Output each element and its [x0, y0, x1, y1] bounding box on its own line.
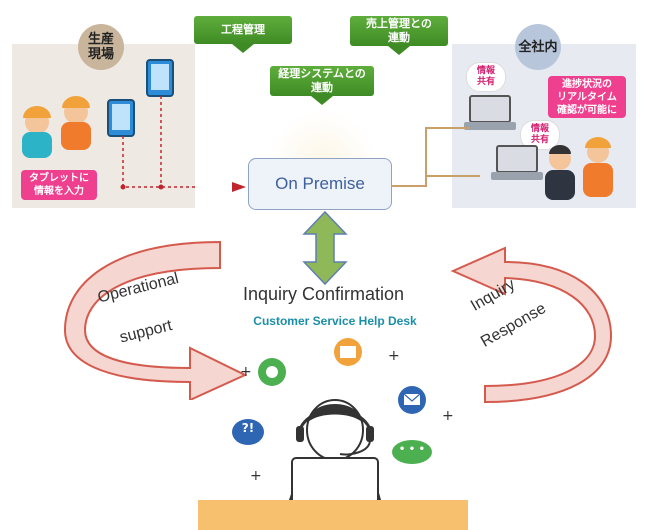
- on-premise-box: On Premise: [248, 158, 392, 210]
- gear-icon: [258, 358, 286, 386]
- printer-icon: [334, 338, 362, 366]
- worker-icon-2: [61, 96, 91, 150]
- realtime-progress-tag: 進捗状況の リアルタイム 確認が可能に: [548, 76, 626, 118]
- office-worker-icon: [545, 145, 575, 200]
- tag-pointer-2: [388, 46, 410, 55]
- connector-lines: [390, 127, 480, 187]
- company-wide-badge: 全社内: [515, 24, 561, 70]
- svg-text:+: +: [240, 364, 252, 380]
- desk-surface: [198, 500, 468, 530]
- accounting-system-tag: 経理システムとの 連動: [270, 66, 374, 96]
- info-share-cloud: 情報 共有: [466, 62, 506, 92]
- svg-text:+: +: [250, 468, 262, 484]
- worker-icon-3: [583, 137, 613, 197]
- production-site-badge: 生産 現場: [78, 24, 124, 70]
- left-panel-illustration: [22, 59, 195, 190]
- svg-text:+: +: [388, 348, 400, 364]
- process-management-tag: 工程管理: [194, 16, 292, 44]
- operational-support-arrow: [63, 240, 248, 400]
- help-desk-title: Customer Service Help Desk: [253, 314, 417, 328]
- mail-icon: [398, 386, 426, 414]
- tag-pointer-3: [311, 96, 333, 105]
- sales-management-tag: 売上管理との 連動: [350, 16, 448, 46]
- chat-bubble-icon: [392, 440, 432, 464]
- svg-text:+: +: [442, 408, 454, 424]
- laptop-icon-2: [491, 145, 543, 180]
- bidirectional-arrow: [302, 210, 348, 286]
- tablet-input-tag: タブレットに 情報を入力: [21, 170, 97, 200]
- help-desk-illustration: + + + +: [232, 338, 454, 515]
- inquiry-confirmation-label: Inquiry Confirmation: [243, 284, 405, 304]
- tag-pointer: [232, 44, 254, 53]
- arrow-right-icon: [232, 182, 246, 192]
- question-text: ?!: [241, 421, 255, 435]
- worker-icon: [22, 106, 52, 158]
- chat-dots: • • •: [398, 444, 426, 455]
- inquiry-response-arrow: [450, 246, 613, 404]
- question-bubble-icon: [232, 419, 264, 445]
- laptop-icon: [464, 95, 516, 130]
- right-panel-illustration: [464, 95, 613, 200]
